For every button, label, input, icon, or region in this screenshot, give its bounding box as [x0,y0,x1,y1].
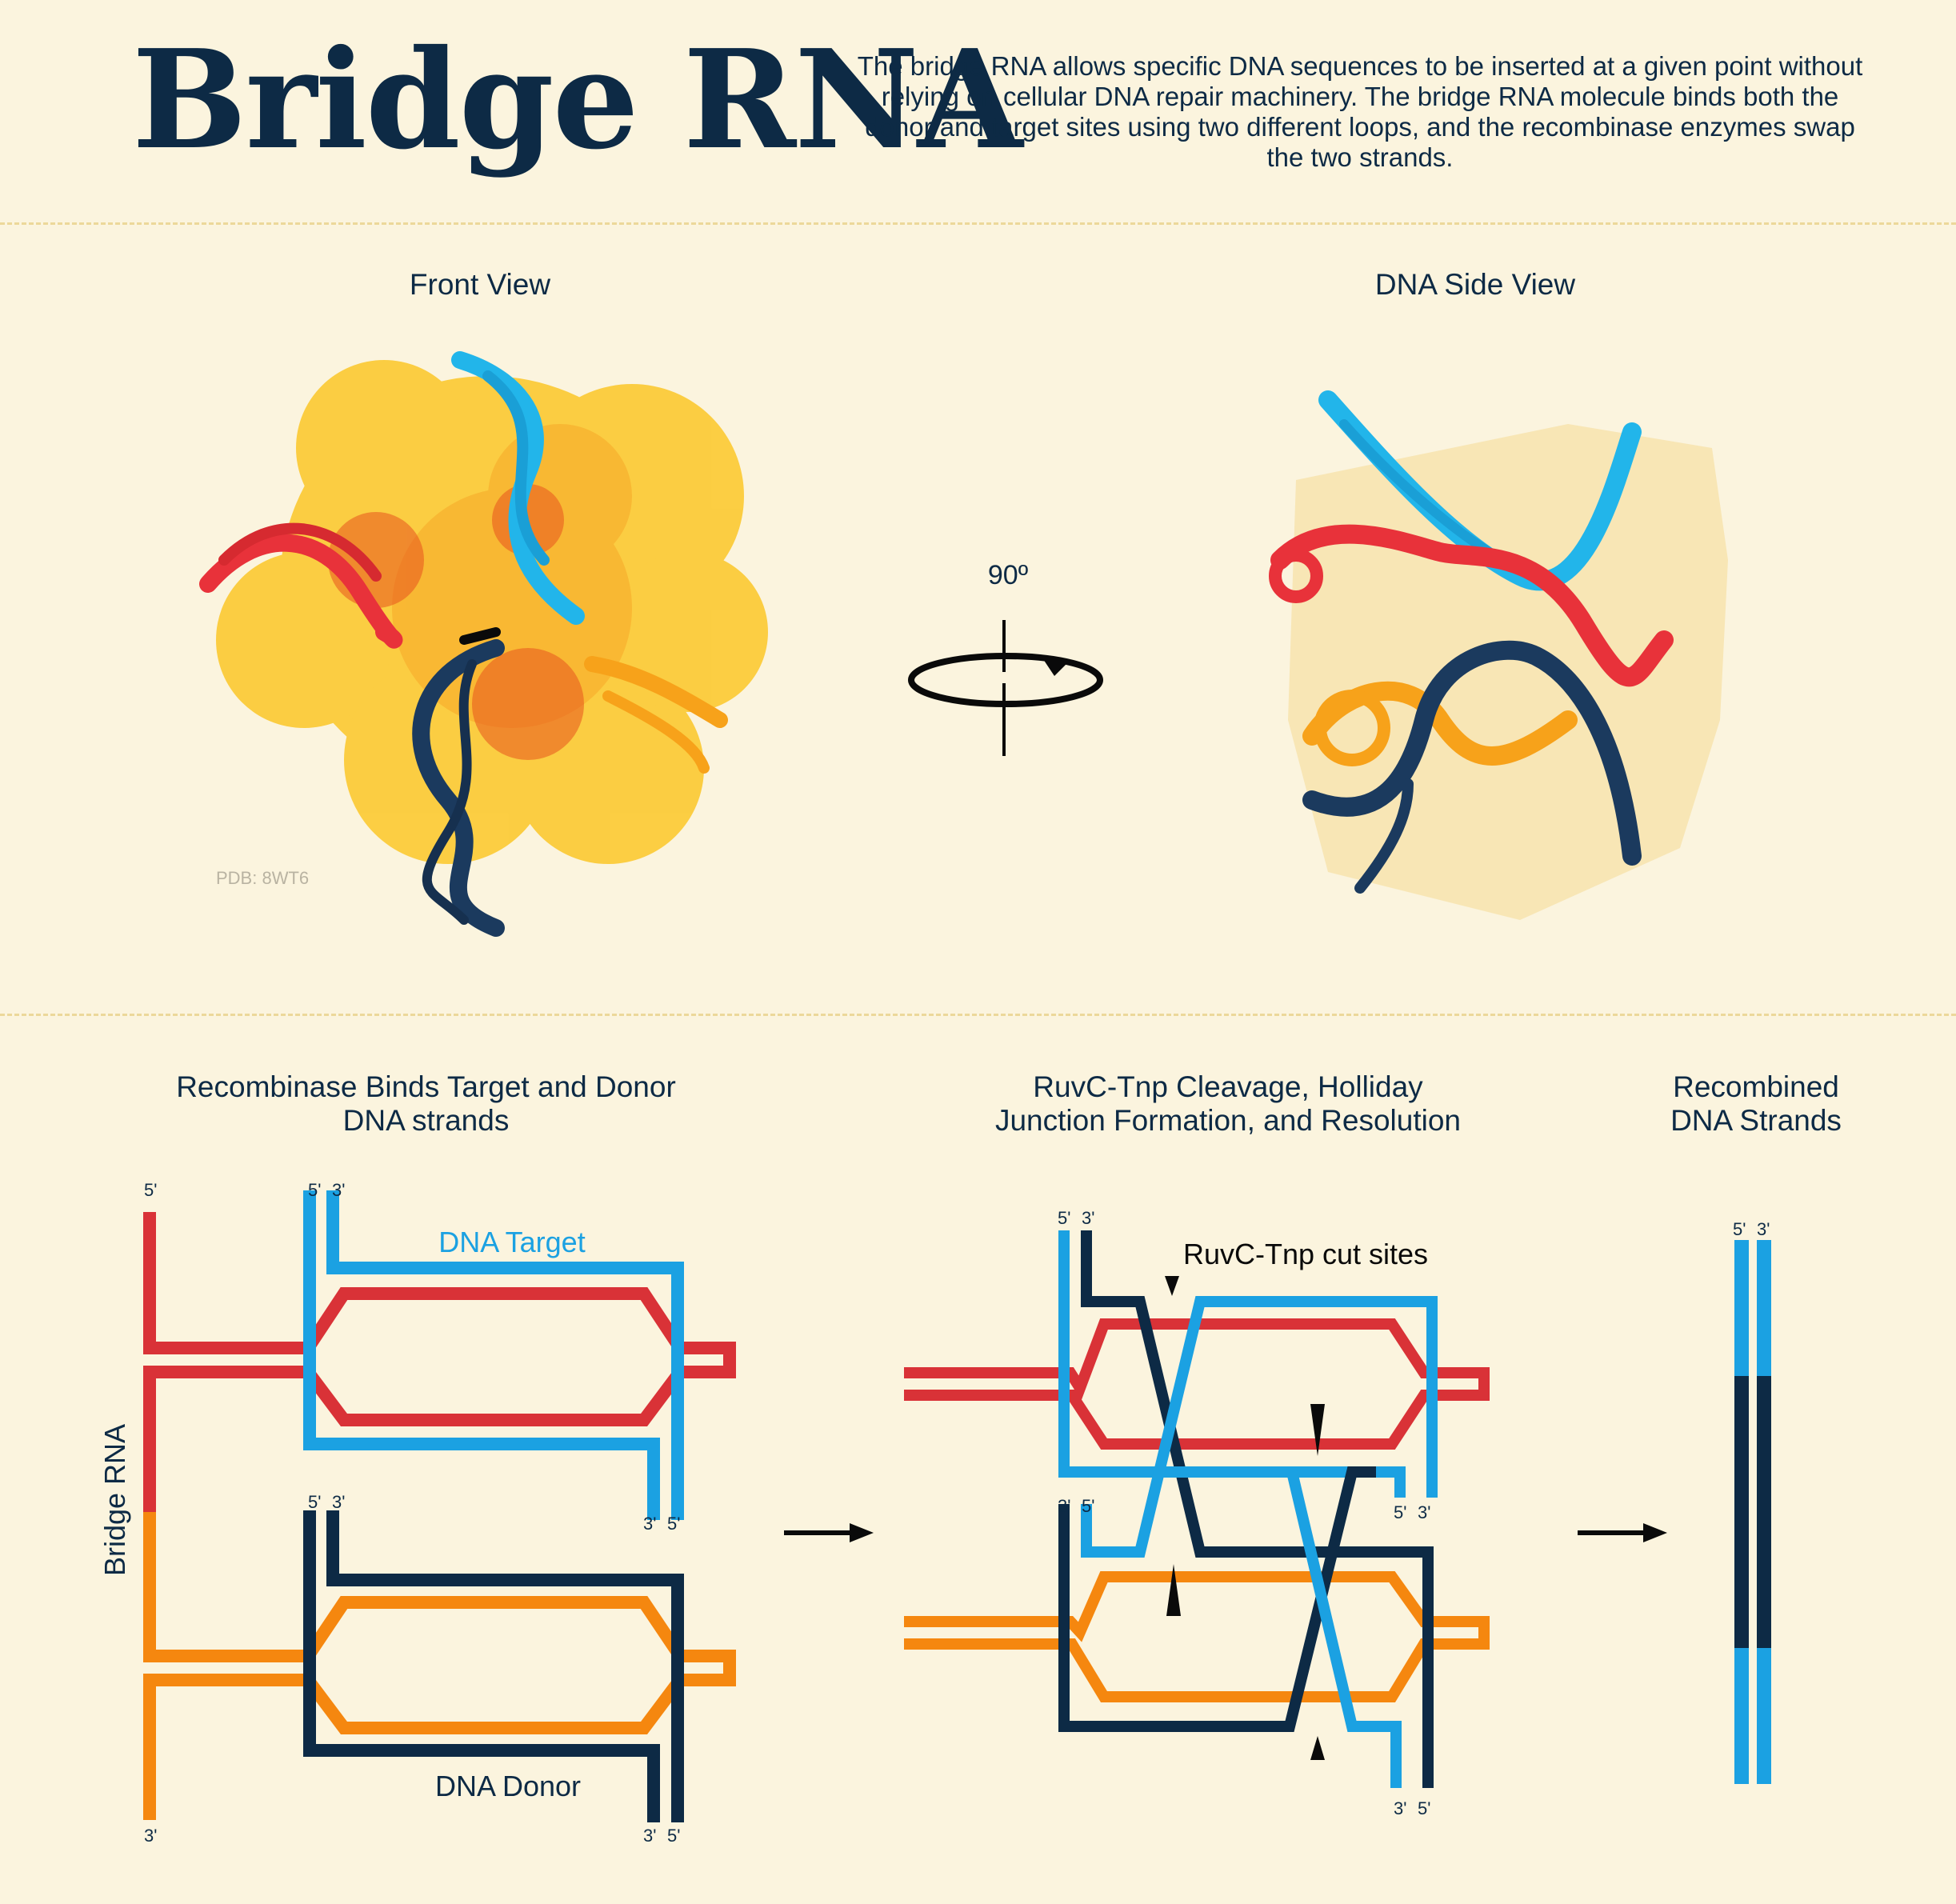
svg-text:5': 5' [308,1180,321,1200]
side-view-molecule [1269,390,1728,920]
rotation-label: 90º [988,560,1028,590]
svg-text:5': 5' [1733,1219,1746,1239]
dna-target-label: DNA Target [438,1226,585,1258]
svg-text:5': 5' [144,1180,157,1200]
front-view-label: Front View [409,268,551,301]
step1-label: Recombinase Binds Target and Donor DNA s… [176,1070,676,1137]
diagram-step3: 5' 3' [1733,1219,1771,1784]
svg-text:3': 3' [643,1826,656,1846]
svg-text:5': 5' [667,1514,680,1534]
svg-text:3': 3' [1418,1502,1430,1522]
svg-text:3': 3' [1082,1208,1094,1228]
svg-text:3': 3' [1058,1496,1070,1516]
svg-text:3': 3' [1394,1798,1406,1818]
step1-terminus-labels: 5' 5' 3' 3' 5' 5' 3' 3' 3' 5' [144,1180,680,1846]
divider-bottom [0,1014,1956,1016]
svg-text:3': 3' [332,1492,345,1512]
svg-text:5': 5' [1418,1798,1430,1818]
side-view-label: DNA Side View [1374,268,1576,301]
svg-text:5': 5' [1394,1502,1406,1522]
svg-text:5': 5' [1082,1496,1094,1516]
arrow-step1-to-step2 [784,1523,874,1542]
step2-terminus-labels: 5' 3' 5' 3' 3' 5' 3' 5' [1058,1208,1430,1818]
page-description: The bridge RNA allows specific DNA seque… [857,51,1863,172]
diagram-step2 [904,1230,1490,1788]
svg-text:3': 3' [144,1826,157,1846]
step2-label: RuvC-Tnp Cleavage, Holliday Junction For… [994,1070,1462,1137]
pdb-label: PDB: 8WT6 [216,868,309,888]
svg-text:3': 3' [332,1180,345,1200]
step3-label: Recombined DNA Strands [1670,1070,1842,1137]
cut-site-markers [1165,1276,1325,1760]
svg-text:3': 3' [643,1514,656,1534]
dna-donor-label: DNA Donor [435,1770,581,1802]
svg-text:5': 5' [667,1826,680,1846]
rotation-icon: 90º [908,560,1103,756]
svg-text:5': 5' [1058,1208,1070,1228]
page-title: Bridge RNA [132,20,1022,180]
svg-text:5': 5' [308,1492,321,1512]
front-view-molecule [199,351,768,937]
arrow-step2-to-step3 [1578,1523,1667,1542]
cut-sites-label: RuvC-Tnp cut sites [1183,1238,1428,1270]
divider-top [0,222,1956,225]
svg-text:3': 3' [1757,1219,1770,1239]
bridge-rna-label: Bridge RNA [98,1424,131,1576]
diagram-step1 [143,1190,736,1822]
